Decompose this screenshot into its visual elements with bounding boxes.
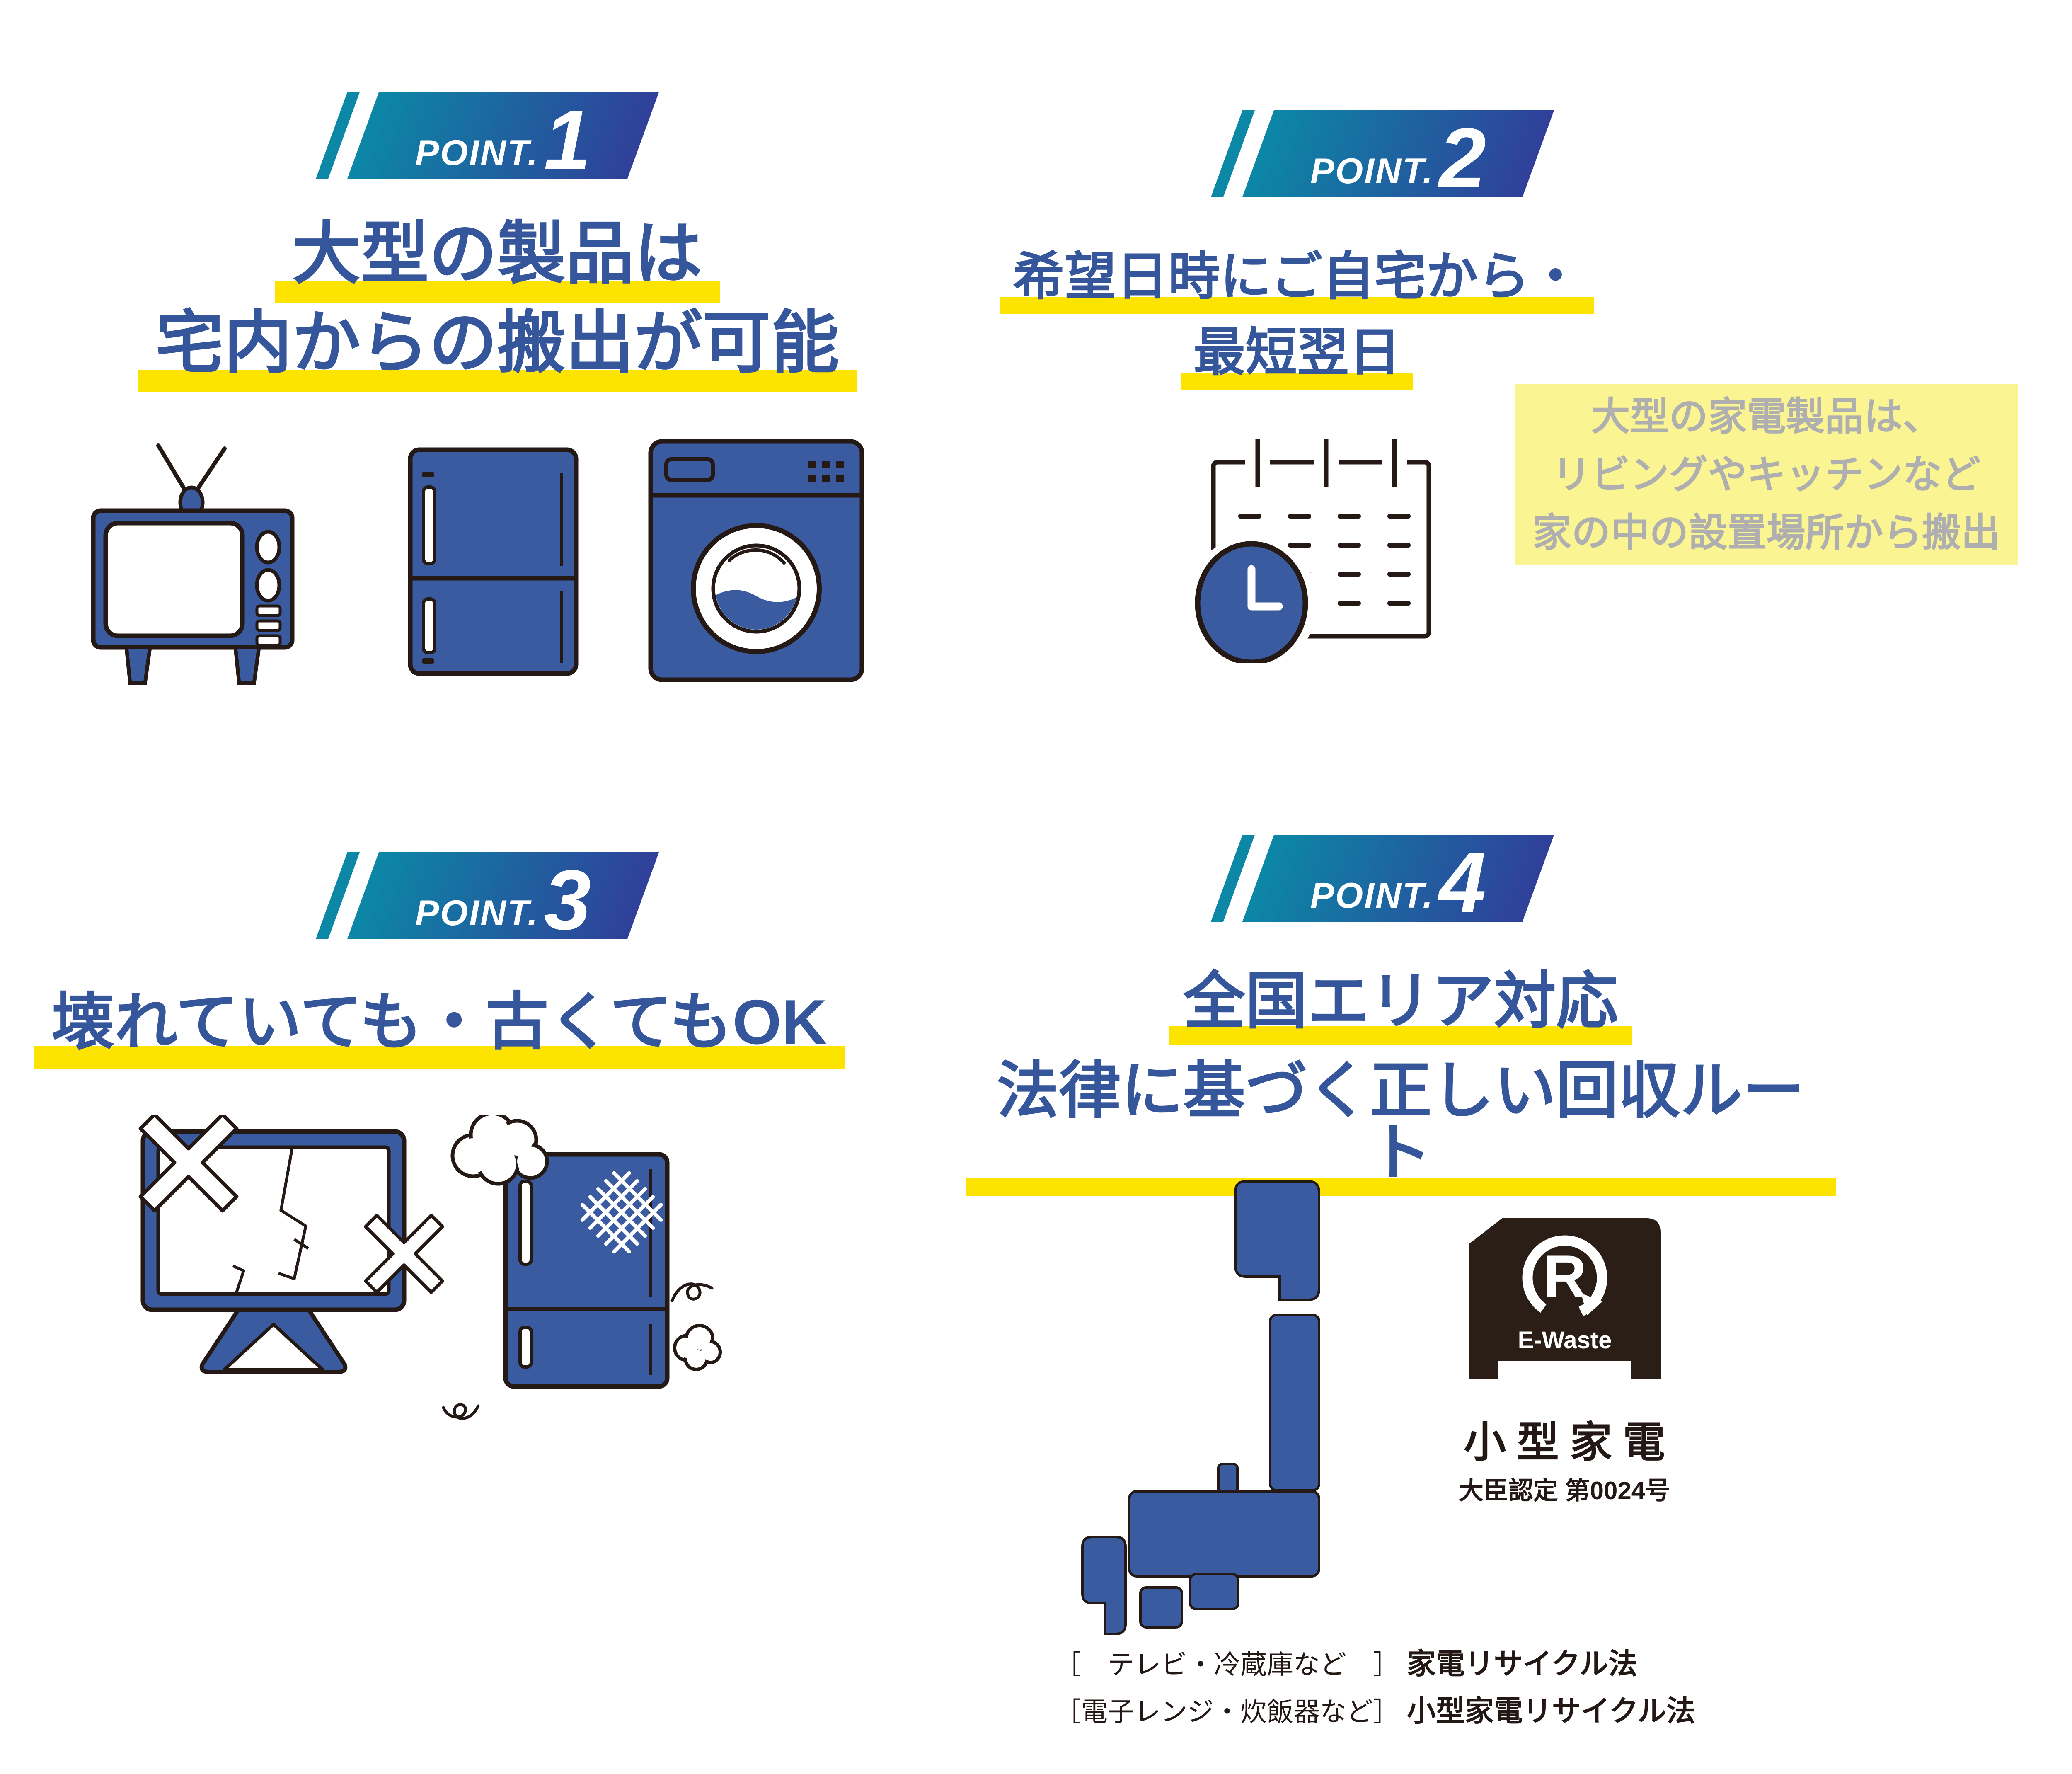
tv-icon: [91, 444, 295, 685]
badge-body: POINT. 4: [1242, 835, 1554, 930]
point2-badge: POINT. 2: [1210, 110, 1554, 206]
washing-machine-icon: [648, 439, 864, 682]
point4-title: 全国エリア対応 法律に基づく正しい回収ルート: [966, 970, 1836, 1196]
appliances-illustration: [91, 439, 864, 685]
point1-title-line1: 大型の製品は: [275, 220, 720, 303]
note-line1: 大型の家電製品は、: [1591, 395, 1942, 438]
legal-row: ［ テレビ・冷蔵庫など ］ 家電リサイクル法: [1055, 1646, 1695, 1681]
legal-bracket-2: ［電子レンジ・炊飯器など］: [1055, 1697, 1399, 1727]
old-fridge-icon: [442, 1115, 722, 1420]
point3-title-line1: 壊れていても・古くてもOK: [34, 991, 845, 1069]
point4-title-line2: 法律に基づく正しい回収ルート: [966, 1059, 1836, 1196]
point4-label: POINT.: [1310, 875, 1434, 916]
point1-label: POINT.: [415, 133, 539, 173]
japan-map-icon: [1081, 1180, 1320, 1635]
note-line2: リビングやキッチンなど: [1552, 453, 1981, 496]
badge-body: POINT. 1: [347, 92, 659, 187]
point3-label: POINT.: [415, 893, 539, 933]
point4-badge: POINT. 4: [1210, 835, 1554, 930]
point1-number: 1: [544, 92, 591, 187]
squiggle-line: [442, 1403, 480, 1420]
squiggle-line: [670, 1282, 714, 1302]
calendar-clock-icon: [1189, 439, 1431, 663]
recycle-r-icon: R: [1522, 1235, 1607, 1321]
ewaste-logo: R E-Waste: [1469, 1218, 1661, 1379]
point1-title: 大型の製品は 宅内からの搬出が可能: [83, 220, 912, 392]
x-mark-icon: [364, 1214, 444, 1294]
badge-body: POINT. 3: [347, 852, 659, 948]
note-line3: 家の中の設置場所から搬出: [1532, 511, 2000, 554]
point3-badge: POINT. 3: [315, 852, 659, 948]
point2-title-line1: 希望日時にご自宅から・: [1000, 251, 1594, 314]
broken-tv-icon: [138, 1115, 444, 1374]
svg-text:R: R: [1543, 1243, 1586, 1310]
dust-cloud-icon: [450, 1115, 549, 1186]
washer-buttons: [808, 461, 844, 482]
ewaste-brand-text: E-Waste: [1518, 1327, 1612, 1354]
legal-law-1: 家電リサイクル法: [1406, 1648, 1638, 1680]
point2-note-box: 大型の家電製品は、 リビングやキッチンなど 家の中の設置場所から搬出: [1515, 384, 2018, 565]
legal-law-2: 小型家電リサイクル法: [1406, 1695, 1696, 1727]
dust-cloud-icon: [673, 1324, 722, 1371]
point1-title-line2: 宅内からの搬出が可能: [138, 309, 857, 392]
point2-title-line2: 最短翌日: [1181, 327, 1413, 390]
point1-badge: POINT. 1: [315, 92, 659, 187]
legal-bracket-1: ［ テレビ・冷蔵庫など ］: [1055, 1650, 1399, 1679]
point2-label: POINT.: [1310, 151, 1434, 191]
badge-body: POINT. 2: [1242, 110, 1554, 206]
point4-title-line1: 全国エリア対応: [1169, 970, 1632, 1045]
point2-number: 2: [1439, 110, 1486, 206]
point3-number: 3: [544, 852, 591, 948]
point4-number: 4: [1439, 835, 1486, 930]
scratch-pattern: [580, 1171, 663, 1254]
fridge-icon: [408, 447, 579, 676]
broken-appliances-illustration: [138, 1115, 722, 1420]
legal-notes: ［ テレビ・冷蔵庫など ］ 家電リサイクル法 ［電子レンジ・炊飯器など］ 小型家…: [1055, 1646, 1695, 1728]
x-mark-icon: [138, 1115, 239, 1213]
ewaste-certification: 大臣認定 第0024号: [1458, 1477, 1670, 1505]
ewaste-category: 小型家電: [1464, 1419, 1676, 1466]
legal-row: ［電子レンジ・炊飯器など］ 小型家電リサイクル法: [1055, 1694, 1695, 1728]
point3-title: 壊れていても・古くてもOK: [25, 991, 854, 1069]
point2-title: 希望日時にご自宅から・ 最短翌日: [945, 251, 1649, 390]
